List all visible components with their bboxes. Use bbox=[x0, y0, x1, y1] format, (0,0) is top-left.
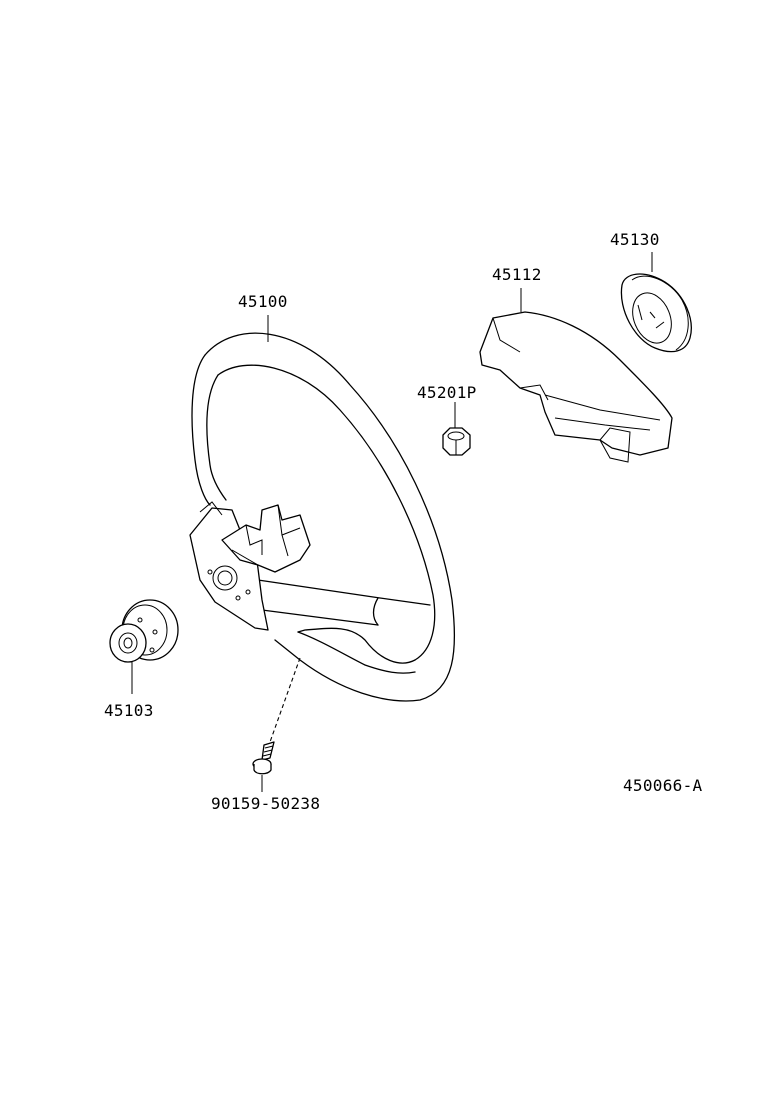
part-label-45112: 45112 bbox=[492, 265, 542, 284]
screw-drawing bbox=[252, 741, 275, 775]
horn-pad-drawing bbox=[479, 311, 673, 463]
steering-wheel-drawing bbox=[189, 332, 456, 702]
screw-install-path bbox=[269, 657, 301, 743]
part-label-90159-50238: 90159-50238 bbox=[211, 794, 321, 813]
part-label-45100: 45100 bbox=[238, 292, 288, 311]
diagram-id: 450066-A bbox=[623, 776, 703, 795]
part-label-45103: 45103 bbox=[104, 701, 154, 720]
part-label-45201P: 45201P bbox=[417, 383, 477, 402]
hub-drawing bbox=[109, 599, 179, 663]
part-label-45130: 45130 bbox=[610, 230, 660, 249]
leader-lines bbox=[131, 252, 653, 792]
nut-drawing bbox=[442, 427, 471, 456]
horn-button-drawing bbox=[620, 273, 692, 353]
